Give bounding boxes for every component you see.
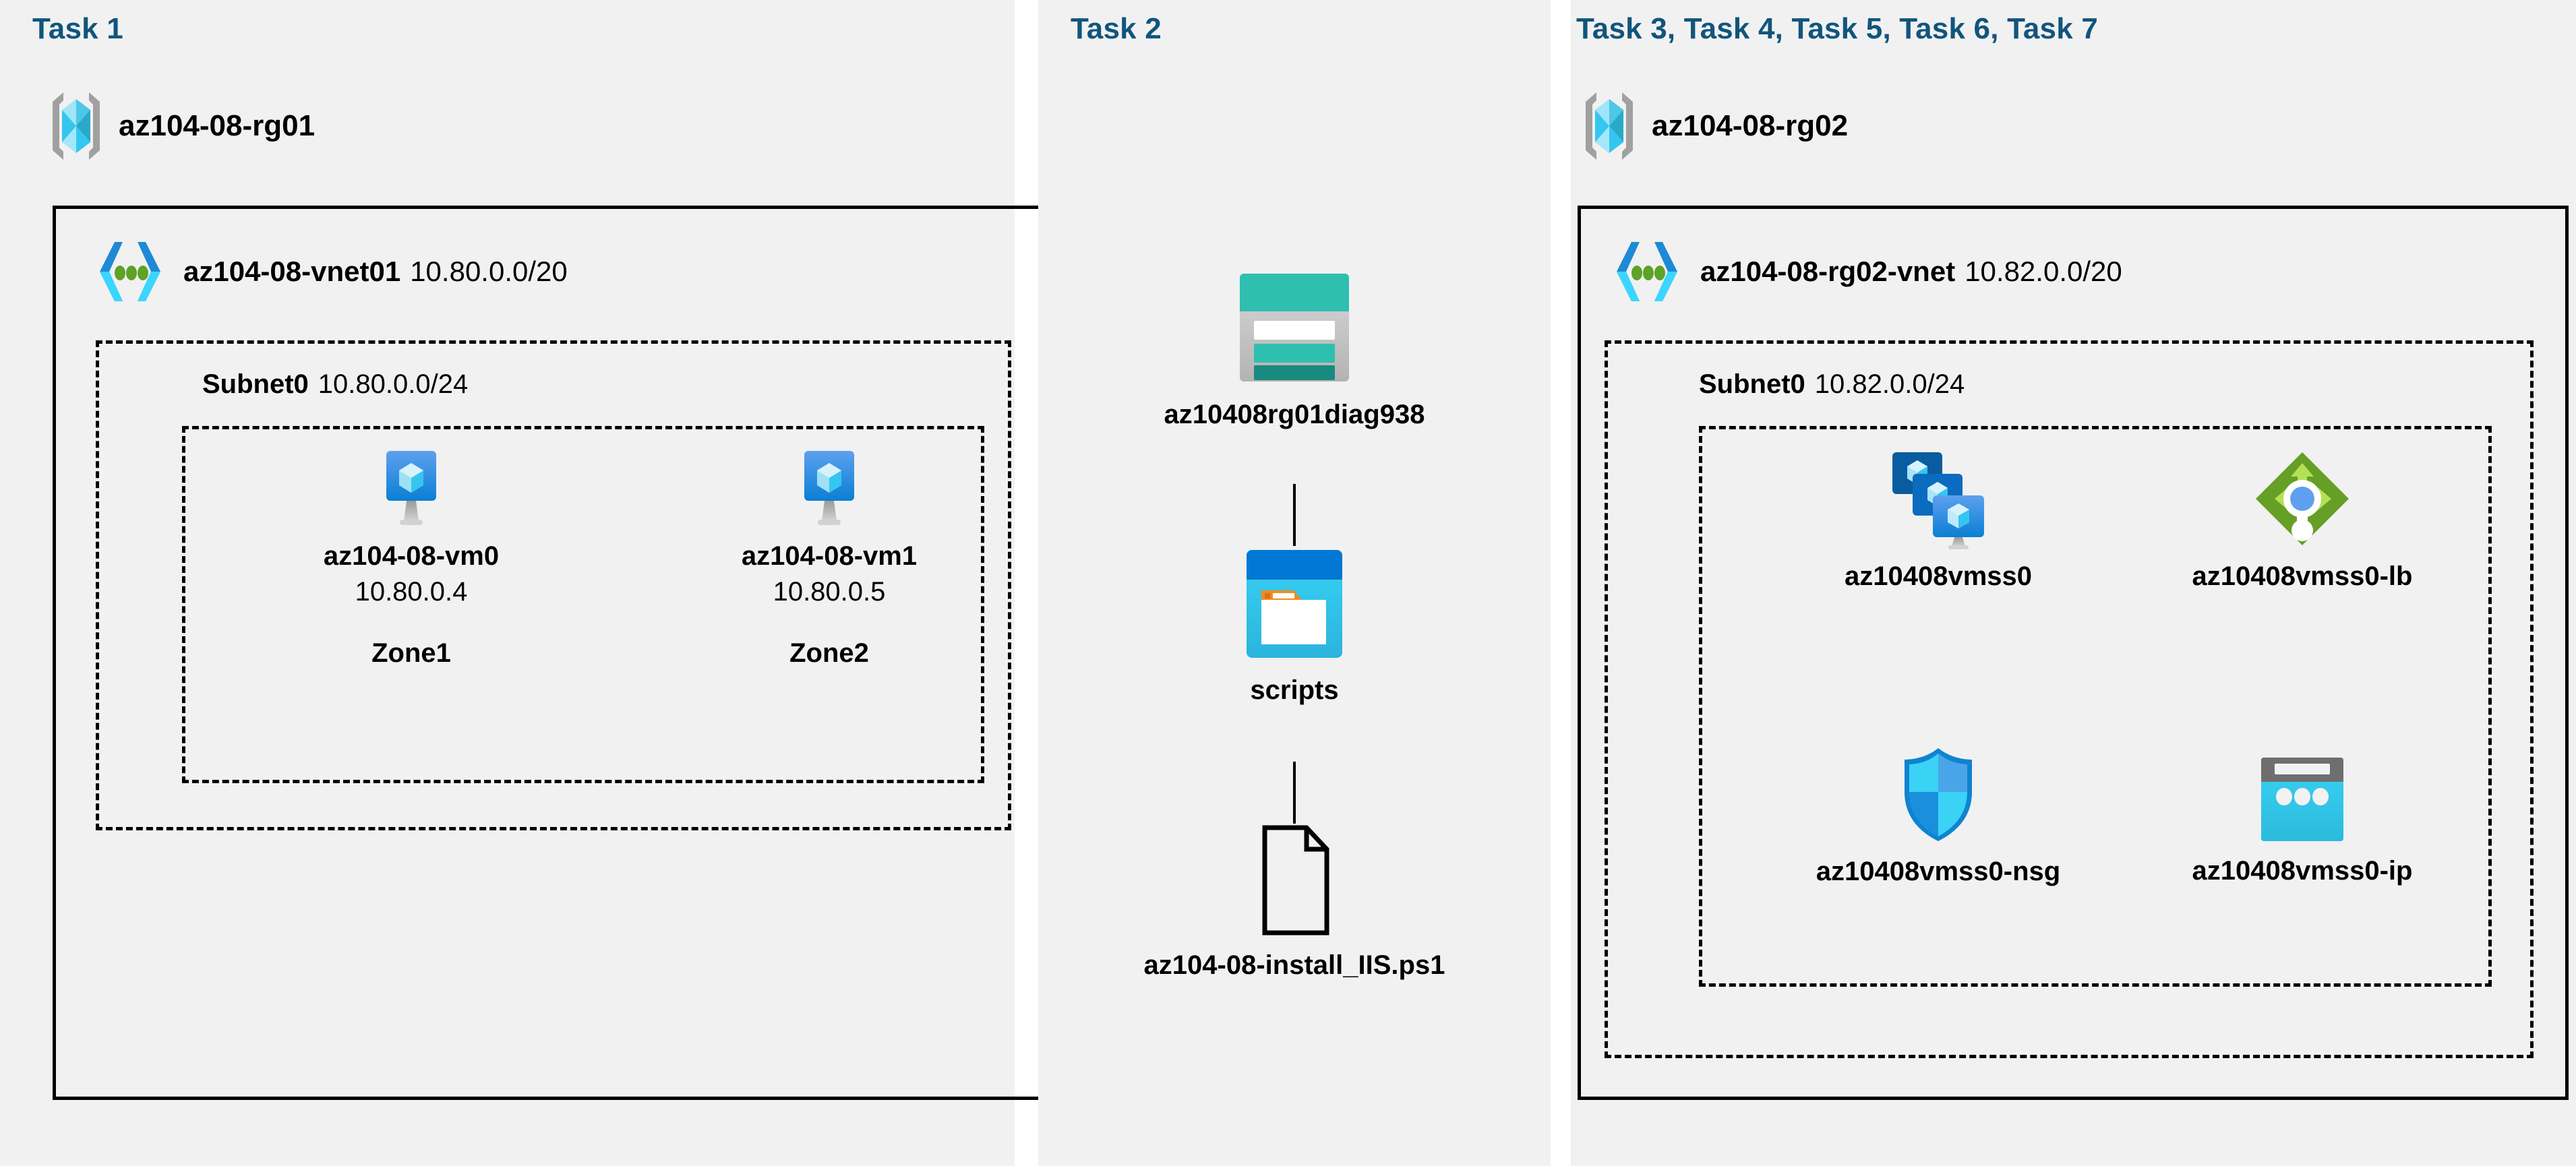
task3-vnet-box	[1578, 206, 2569, 1100]
task2-script-file-name: az104-08-install_IIS.ps1	[1143, 950, 1445, 980]
task2-storage-account-name: az10408rg01diag938	[1164, 400, 1425, 429]
blob-container-icon	[1233, 547, 1356, 663]
task1-subnet-name: Subnet0	[202, 369, 309, 399]
task3-nsg: az10408vmss0-nsg	[1780, 745, 2097, 887]
task3-panel	[1571, 0, 2576, 1166]
task3-vnet-cidr: 10.82.0.0/20	[1965, 255, 2122, 287]
task2-blob-container-name: scripts	[1250, 675, 1339, 705]
task3-vmss-name: az10408vmss0	[1844, 561, 2033, 591]
task1-vm0: az104-08-vm0 10.80.0.4 Zone1	[283, 448, 539, 669]
task3-inner-box	[1699, 426, 2492, 987]
virtual-network-icon	[1611, 239, 1683, 304]
task1-vm0-zone: Zone1	[371, 638, 451, 668]
connector-storage-to-scripts	[1293, 484, 1296, 546]
connector-scripts-to-file	[1293, 762, 1296, 824]
task3-vnet-name: az104-08-rg02-vnet	[1700, 255, 1956, 287]
task1-vnet-cidr: 10.80.0.0/20	[410, 255, 568, 287]
task3-subnet-cidr: 10.82.0.0/24	[1814, 369, 1965, 399]
storage-account-icon	[1230, 270, 1358, 388]
resource-group-icon	[1582, 90, 1637, 162]
task1-title: Task 1	[32, 12, 123, 45]
task3-nsg-name: az10408vmss0-nsg	[1816, 857, 2061, 886]
task3-resource-group: az104-08-rg02	[1582, 90, 1848, 162]
task3-subnet-label-row: Subnet0 10.82.0.0/24	[1699, 369, 1965, 400]
task1-resource-group-label: az104-08-rg01	[119, 109, 316, 142]
load-balancer-icon	[2252, 448, 2353, 549]
task1-resource-group: az104-08-rg01	[49, 90, 315, 162]
task1-vm0-name: az104-08-vm0	[323, 541, 500, 571]
virtual-machine-icon	[371, 448, 451, 529]
task1-vm1: az104-08-vm1 10.80.0.5 Zone2	[701, 448, 957, 669]
task1-subnet-cidr: 10.80.0.0/24	[318, 369, 469, 399]
vm-scale-set-icon	[1882, 448, 1995, 549]
task1-vnet-name: az104-08-vnet01	[183, 255, 401, 287]
task1-panel	[0, 0, 1015, 1166]
task2-script-file: az104-08-install_IIS.ps1	[1119, 824, 1470, 981]
task1-vm1-zone: Zone2	[789, 638, 869, 668]
task3-subnet-box	[1605, 340, 2534, 1058]
task1-zone-box	[182, 426, 984, 783]
task1-vm1-name: az104-08-vm1	[741, 541, 918, 571]
task1-vm1-ip: 10.80.0.5	[773, 577, 886, 607]
task2-title: Task 2	[1071, 12, 1162, 45]
task3-vnet: az104-08-rg02-vnet 10.82.0.0/20	[1611, 239, 2122, 304]
task3-title: Task 3, Task 4, Task 5, Task 6, Task 7	[1576, 12, 2098, 45]
task3-load-balancer-name: az10408vmss0-lb	[2192, 561, 2413, 591]
task2-storage-account: az10408rg01diag938	[1119, 270, 1470, 430]
task1-subnet-box	[96, 340, 1011, 830]
task1-vm0-ip: 10.80.0.4	[355, 577, 468, 607]
virtual-machine-icon	[789, 448, 869, 529]
network-security-group-icon	[1896, 745, 1980, 845]
public-ip-address-icon	[2254, 755, 2350, 844]
task3-subnet-name: Subnet0	[1699, 369, 1805, 399]
resource-group-icon	[49, 90, 104, 162]
task3-vmss: az10408vmss0	[1780, 448, 2097, 592]
task3-load-balancer: az10408vmss0-lb	[2144, 448, 2461, 592]
task3-public-ip-name: az10408vmss0-ip	[2192, 856, 2413, 886]
task1-subnet-label-row: Subnet0 10.80.0.0/24	[202, 369, 468, 400]
task2-blob-container: scripts	[1119, 547, 1470, 706]
task3-public-ip: az10408vmss0-ip	[2144, 755, 2461, 886]
task3-resource-group-label: az104-08-rg02	[1652, 109, 1849, 142]
task1-vnet: az104-08-vnet01 10.80.0.0/20	[94, 239, 568, 304]
virtual-network-icon	[94, 239, 166, 304]
file-icon	[1249, 824, 1340, 938]
